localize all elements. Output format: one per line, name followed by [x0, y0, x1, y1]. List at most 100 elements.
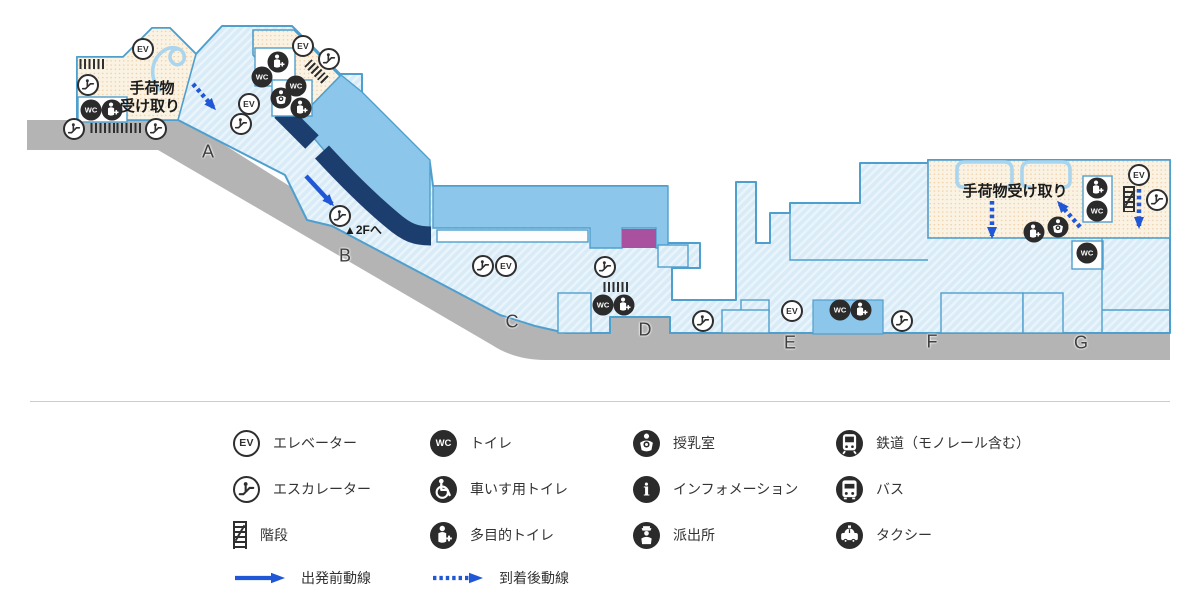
legend-item-rail: 鉄道（モノレール含む）: [836, 420, 1030, 466]
gate-label-a: A: [201, 141, 215, 162]
gate-label-g: G: [1073, 332, 1089, 353]
legend-item-label: エレベーター: [273, 435, 357, 451]
gate-label-d: D: [638, 319, 652, 340]
central-platform: [432, 185, 669, 249]
multipurpose-icon: [613, 294, 635, 316]
taxi-icon: [836, 521, 863, 549]
stairs-icon: [79, 59, 107, 69]
map-escalator-marker: [594, 256, 616, 278]
map-stairs-marker: [90, 123, 118, 133]
map-escalator-marker: [891, 310, 913, 332]
info-icon: i: [633, 475, 660, 503]
legend-item-label: 車いす用トイレ: [470, 481, 568, 497]
legend-item-label: 鉄道（モノレール含む）: [876, 435, 1030, 451]
rail-icon: [836, 429, 863, 457]
legend-divider: [30, 401, 1170, 402]
map-wc-marker: WC: [80, 99, 102, 121]
escalator-icon: [145, 118, 167, 140]
wc-icon: WC: [1086, 200, 1108, 222]
map-ev-marker: EV: [132, 38, 154, 60]
gate-label-f: F: [926, 331, 938, 352]
multipurpose-icon: [1023, 221, 1045, 243]
legend-item-label: トイレ: [470, 435, 512, 451]
magenta-room: [622, 229, 656, 248]
map-escalator-marker: [77, 74, 99, 96]
escalator-icon: [472, 255, 494, 277]
wc-icon: WC: [1076, 242, 1098, 264]
legend-item-escalator: エスカレーター: [233, 466, 371, 512]
legend-column-4: 鉄道（モノレール含む） バスタクシー: [836, 420, 1030, 558]
map-ev-marker: EV: [238, 93, 260, 115]
ev-icon: EV: [495, 255, 517, 277]
map-escalator-marker: [230, 113, 252, 135]
map-escalator-marker: [145, 118, 167, 140]
escalator-icon: [891, 310, 913, 332]
map-escalator-marker: [318, 48, 340, 70]
legend-flow-label: 出発前動線: [301, 570, 371, 586]
legend-item-stairs: 階段: [233, 512, 371, 558]
map-ev-marker: EV: [292, 35, 314, 57]
multipurpose-icon: [1086, 177, 1108, 199]
escalator-icon: [594, 256, 616, 278]
map-wc-marker: WC: [251, 66, 273, 88]
legend-item-wheelchair: 車いす用トイレ: [430, 466, 568, 512]
legend-item-bus: バス: [836, 466, 1030, 512]
map-wc-marker: WC: [285, 75, 307, 97]
police-icon: [633, 521, 660, 549]
stairs-icon: [1123, 186, 1136, 212]
ev-icon: EV: [1128, 164, 1150, 186]
map-multipurpose-marker: [613, 294, 635, 316]
map-stairs-marker: [116, 123, 144, 133]
gate-label-e: E: [783, 332, 797, 353]
legend-item-label: バス: [876, 481, 904, 497]
legend-item-label: インフォメーション: [673, 481, 799, 497]
map-multipurpose-marker: [290, 97, 312, 119]
multipurpose-icon: [850, 299, 872, 321]
baggage-carousel-right-2: [1020, 160, 1072, 189]
stairs-icon: [90, 123, 118, 133]
map-nursing-marker: [1047, 216, 1069, 238]
map-stairs-marker: [79, 59, 107, 69]
bus-icon: [836, 475, 863, 503]
wheelchair-icon: [430, 475, 457, 503]
legend-flow-dotted: 到着後動線: [431, 563, 569, 593]
map-multipurpose-marker: [101, 99, 123, 121]
baggage-claim-label-left-line1: 手荷物: [129, 80, 175, 97]
escalator-icon: [77, 74, 99, 96]
wc-icon: WC: [829, 299, 851, 321]
baggage-carousel-left: [150, 45, 187, 92]
wc-icon: WC: [285, 75, 307, 97]
wc-icon: WC: [592, 294, 614, 316]
map-escalator-marker: [472, 255, 494, 277]
map-ev-marker: EV: [1128, 164, 1150, 186]
legend-item-label: 階段: [260, 527, 288, 543]
dotted-arrow-icon: [433, 572, 483, 584]
map-multipurpose-marker: [1023, 221, 1045, 243]
legend-item-label: 派出所: [673, 527, 715, 543]
legend-item-police: 派出所: [633, 512, 798, 558]
wc-icon: WC: [80, 99, 102, 121]
wc-icon: WC: [251, 66, 273, 88]
legend-column-3: 授乳室 i インフォメーション派出所: [633, 420, 798, 558]
legend-item-nursing: 授乳室: [633, 420, 798, 466]
map-wc-marker: WC: [592, 294, 614, 316]
map-multipurpose-marker: [267, 51, 289, 73]
ev-icon: EV: [292, 35, 314, 57]
nursing-icon: [270, 87, 292, 109]
multipurpose-icon: [101, 99, 123, 121]
map-stairs-marker: [304, 59, 330, 85]
map-escalator-marker: [692, 310, 714, 332]
dotted-flow-arrow: [1057, 200, 1082, 229]
flow-arrows: [191, 82, 1144, 239]
legend-item-label: タクシー: [876, 527, 932, 543]
escalator-icon: [692, 310, 714, 332]
map-nursing-marker: [270, 87, 292, 109]
legend-flow-solid: 出発前動線: [233, 563, 371, 593]
escalator-icon: [63, 118, 85, 140]
